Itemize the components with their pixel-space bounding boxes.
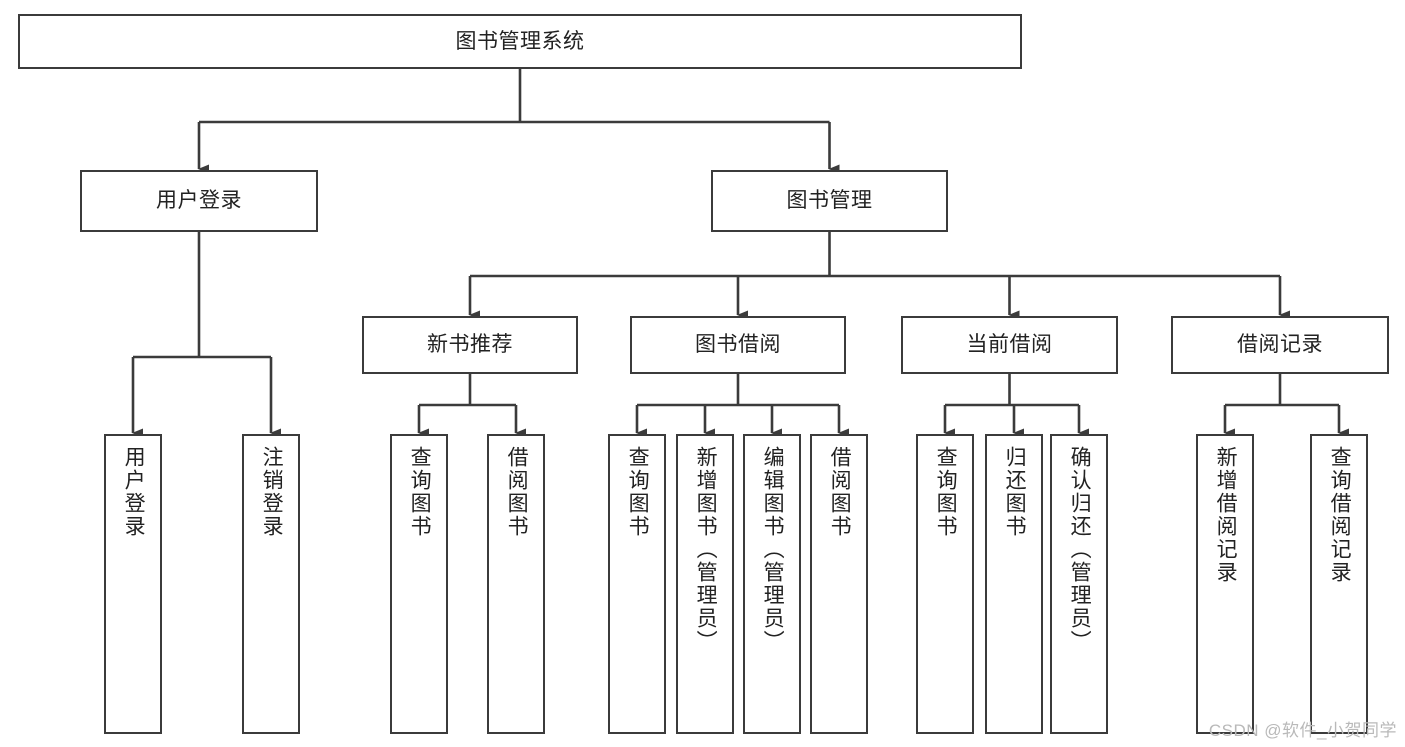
leaf-confirm-return[interactable]: 确认归还（管理员） xyxy=(1050,434,1108,734)
leaf-query-record[interactable]: 查询借阅记录 xyxy=(1310,434,1368,734)
leaf-query-record-label: 查询借阅记录 xyxy=(1328,446,1352,584)
leaf-query-book-rec[interactable]: 查询图书 xyxy=(390,434,448,734)
leaf-add-record[interactable]: 新增借阅记录 xyxy=(1196,434,1254,734)
node-book-manage[interactable]: 图书管理 xyxy=(711,170,948,232)
node-book-manage-label: 图书管理 xyxy=(786,189,873,213)
leaf-query-book[interactable]: 查询图书 xyxy=(608,434,666,734)
leaf-add-book-label: 新增图书（管理员） xyxy=(694,446,718,653)
leaf-borrow-book-label: 借阅图书 xyxy=(828,446,852,538)
leaf-add-book[interactable]: 新增图书（管理员） xyxy=(676,434,734,734)
leaf-borrow-book-rec-label: 借阅图书 xyxy=(505,446,529,538)
leaf-query-book-cur-label: 查询图书 xyxy=(934,446,958,538)
node-book-borrow-label: 图书借阅 xyxy=(695,333,781,357)
leaf-user-login[interactable]: 用户登录 xyxy=(104,434,162,734)
node-root-label: 图书管理系统 xyxy=(455,29,585,53)
leaf-borrow-book[interactable]: 借阅图书 xyxy=(810,434,868,734)
node-new-book-rec[interactable]: 新书推荐 xyxy=(362,316,578,374)
leaf-return-book-label: 归还图书 xyxy=(1003,446,1027,538)
leaf-logout[interactable]: 注销登录 xyxy=(242,434,300,734)
node-current-borrow-label: 当前借阅 xyxy=(966,333,1053,357)
leaf-query-book-label: 查询图书 xyxy=(626,446,650,538)
leaf-logout-label: 注销登录 xyxy=(260,446,284,538)
node-book-borrow[interactable]: 图书借阅 xyxy=(630,316,846,374)
node-user-login-label: 用户登录 xyxy=(156,189,242,213)
node-user-login[interactable]: 用户登录 xyxy=(80,170,318,232)
node-borrow-record[interactable]: 借阅记录 xyxy=(1171,316,1389,374)
node-current-borrow[interactable]: 当前借阅 xyxy=(901,316,1118,374)
leaf-edit-book-label: 编辑图书（管理员） xyxy=(761,446,785,653)
leaf-borrow-book-rec[interactable]: 借阅图书 xyxy=(487,434,545,734)
node-borrow-record-label: 借阅记录 xyxy=(1237,333,1323,357)
leaf-user-login-label: 用户登录 xyxy=(122,446,146,538)
node-root[interactable]: 图书管理系统 xyxy=(18,14,1022,69)
leaf-edit-book[interactable]: 编辑图书（管理员） xyxy=(743,434,801,734)
leaf-query-book-rec-label: 查询图书 xyxy=(408,446,432,538)
leaf-confirm-return-label: 确认归还（管理员） xyxy=(1068,446,1092,653)
node-new-book-rec-label: 新书推荐 xyxy=(427,333,513,357)
leaf-query-book-cur[interactable]: 查询图书 xyxy=(916,434,974,734)
leaf-return-book[interactable]: 归还图书 xyxy=(985,434,1043,734)
leaf-add-record-label: 新增借阅记录 xyxy=(1214,446,1238,584)
